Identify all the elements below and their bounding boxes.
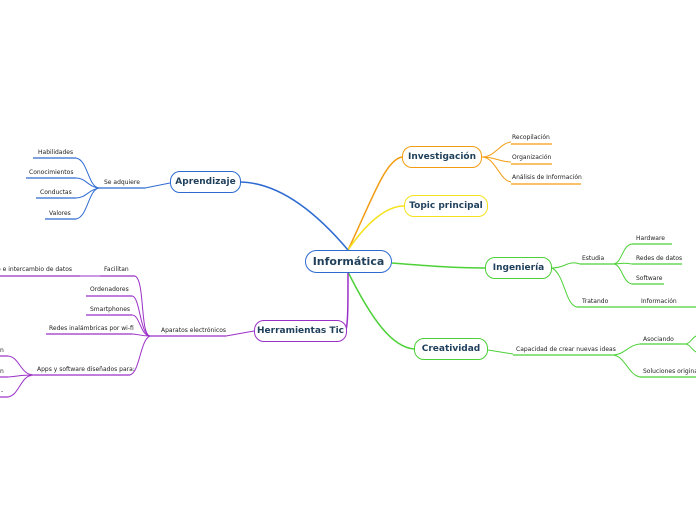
link-investigacion (347, 156, 403, 251)
topic-herramientas[interactable]: Herramientas Tic (254, 320, 347, 342)
subtopic-apps-item-1[interactable]: n (0, 347, 4, 354)
central-topic[interactable]: Informática (305, 250, 392, 273)
topic-aprendizaje-label: Aprendizaje (175, 177, 236, 187)
link-topic (347, 205, 405, 251)
subtopic-acceso[interactable]: acceso e intercambio de datos (0, 266, 72, 273)
topic-creatividad[interactable]: Creatividad (414, 338, 488, 360)
subtopic-conocimientos[interactable]: Conocimientos (29, 169, 74, 176)
central-topic-label: Informática (312, 255, 385, 268)
subtopic-valores[interactable]: Valores (49, 210, 71, 217)
topic-creatividad-label: Creatividad (421, 344, 481, 354)
subtopic-ordenadores[interactable]: Ordenadores (90, 286, 129, 293)
link-herramientas (345, 271, 349, 331)
link-ingenieria (391, 262, 486, 269)
subtopic-smartphones[interactable]: Smartphones (90, 306, 131, 313)
subtopic-se-adquiere[interactable]: Se adquiere (104, 179, 140, 186)
topic-investigacion-label: Investigación (408, 152, 476, 162)
subtopic-capacidad[interactable]: Capacidad de crear nuevas ideas (516, 346, 616, 353)
subtopic-facilitan[interactable]: Facilitan (104, 266, 129, 273)
subtopic-software[interactable]: Software (636, 275, 663, 282)
subtopic-conductas[interactable]: Conductas (40, 189, 72, 196)
subtopic-redes-datos[interactable]: Redes de datos (636, 255, 683, 262)
subtopic-redes-wifi[interactable]: Redes inalámbricas por wi-fi (49, 325, 134, 332)
topic-principal-label: Topic principal (409, 201, 483, 211)
topic-principal[interactable]: Topic principal (404, 195, 488, 217)
subtopic-soluciones[interactable]: Soluciones originales (643, 368, 696, 375)
subtopic-tratando[interactable]: Tratando (582, 298, 609, 305)
subtopic-estudia[interactable]: Estudia (582, 255, 605, 262)
subtopic-asociando[interactable]: Asociando (643, 336, 674, 343)
topic-investigacion[interactable]: Investigación (402, 146, 482, 168)
topic-aprendizaje[interactable]: Aprendizaje (170, 171, 241, 193)
topic-ingenieria-label: Ingeniería (492, 263, 545, 273)
topic-herramientas-label: Herramientas Tic (257, 326, 344, 336)
subtopic-aparatos[interactable]: Aparatos electrónicos (161, 327, 227, 334)
subtopic-analisis[interactable]: Análisis de Información (512, 174, 582, 181)
link-aprendizaje (240, 181, 349, 251)
topic-ingenieria[interactable]: Ingeniería (485, 257, 552, 279)
subtopic-recopilacion[interactable]: Recopilación (512, 134, 550, 141)
subtopic-apps[interactable]: Apps y software diseñados para: (37, 366, 135, 373)
subtopic-habilidades[interactable]: Habilidades (38, 149, 74, 156)
subtopic-apps-item-2[interactable]: n (0, 368, 4, 375)
subtopic-informacion[interactable]: Información (641, 298, 677, 305)
subtopic-organizacion[interactable]: Organización (512, 154, 552, 161)
link-creatividad (347, 271, 415, 350)
subtopic-apps-item-3[interactable]: - (1, 388, 4, 395)
subtopic-hardware[interactable]: Hardware (636, 235, 665, 242)
